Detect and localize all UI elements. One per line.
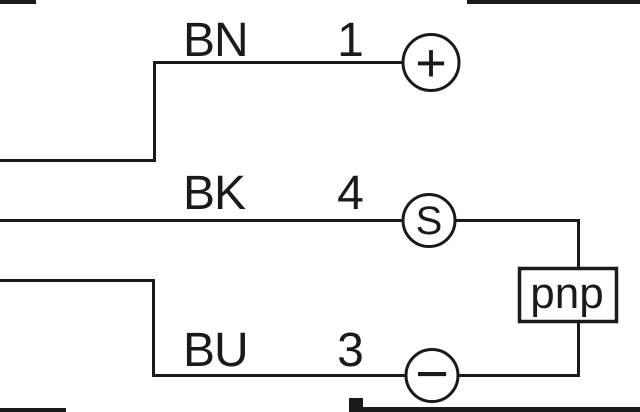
wire-bu-pin: 3 [337, 324, 363, 377]
crop-mark-top-left [0, 0, 36, 4]
wire-bk-pin: 4 [337, 167, 363, 220]
wire-bk-label: BK [183, 167, 246, 220]
crop-mark-bottom-right-notch [349, 398, 363, 412]
minus-terminal-symbol: − [415, 342, 449, 407]
minus-terminal-icon [404, 348, 460, 403]
wire-bn [0, 61, 403, 162]
pnp-output-label: pnp [530, 269, 603, 318]
pnp-output-box [517, 266, 619, 324]
plus-terminal-symbol: + [415, 33, 447, 93]
wire-bn-label: BN [183, 14, 248, 67]
signal-terminal-icon [401, 193, 457, 248]
crop-mark-top-right [467, 0, 640, 4]
wire-bn-pin: 1 [337, 14, 363, 67]
wire-bk [0, 219, 580, 269]
wire-bu [0, 279, 580, 377]
crop-mark-bottom-right [352, 407, 640, 412]
wire-bu-label: BU [183, 324, 248, 377]
signal-terminal-symbol: S [416, 199, 443, 243]
plus-terminal-icon [401, 33, 461, 92]
crop-mark-bottom-left [0, 408, 66, 412]
